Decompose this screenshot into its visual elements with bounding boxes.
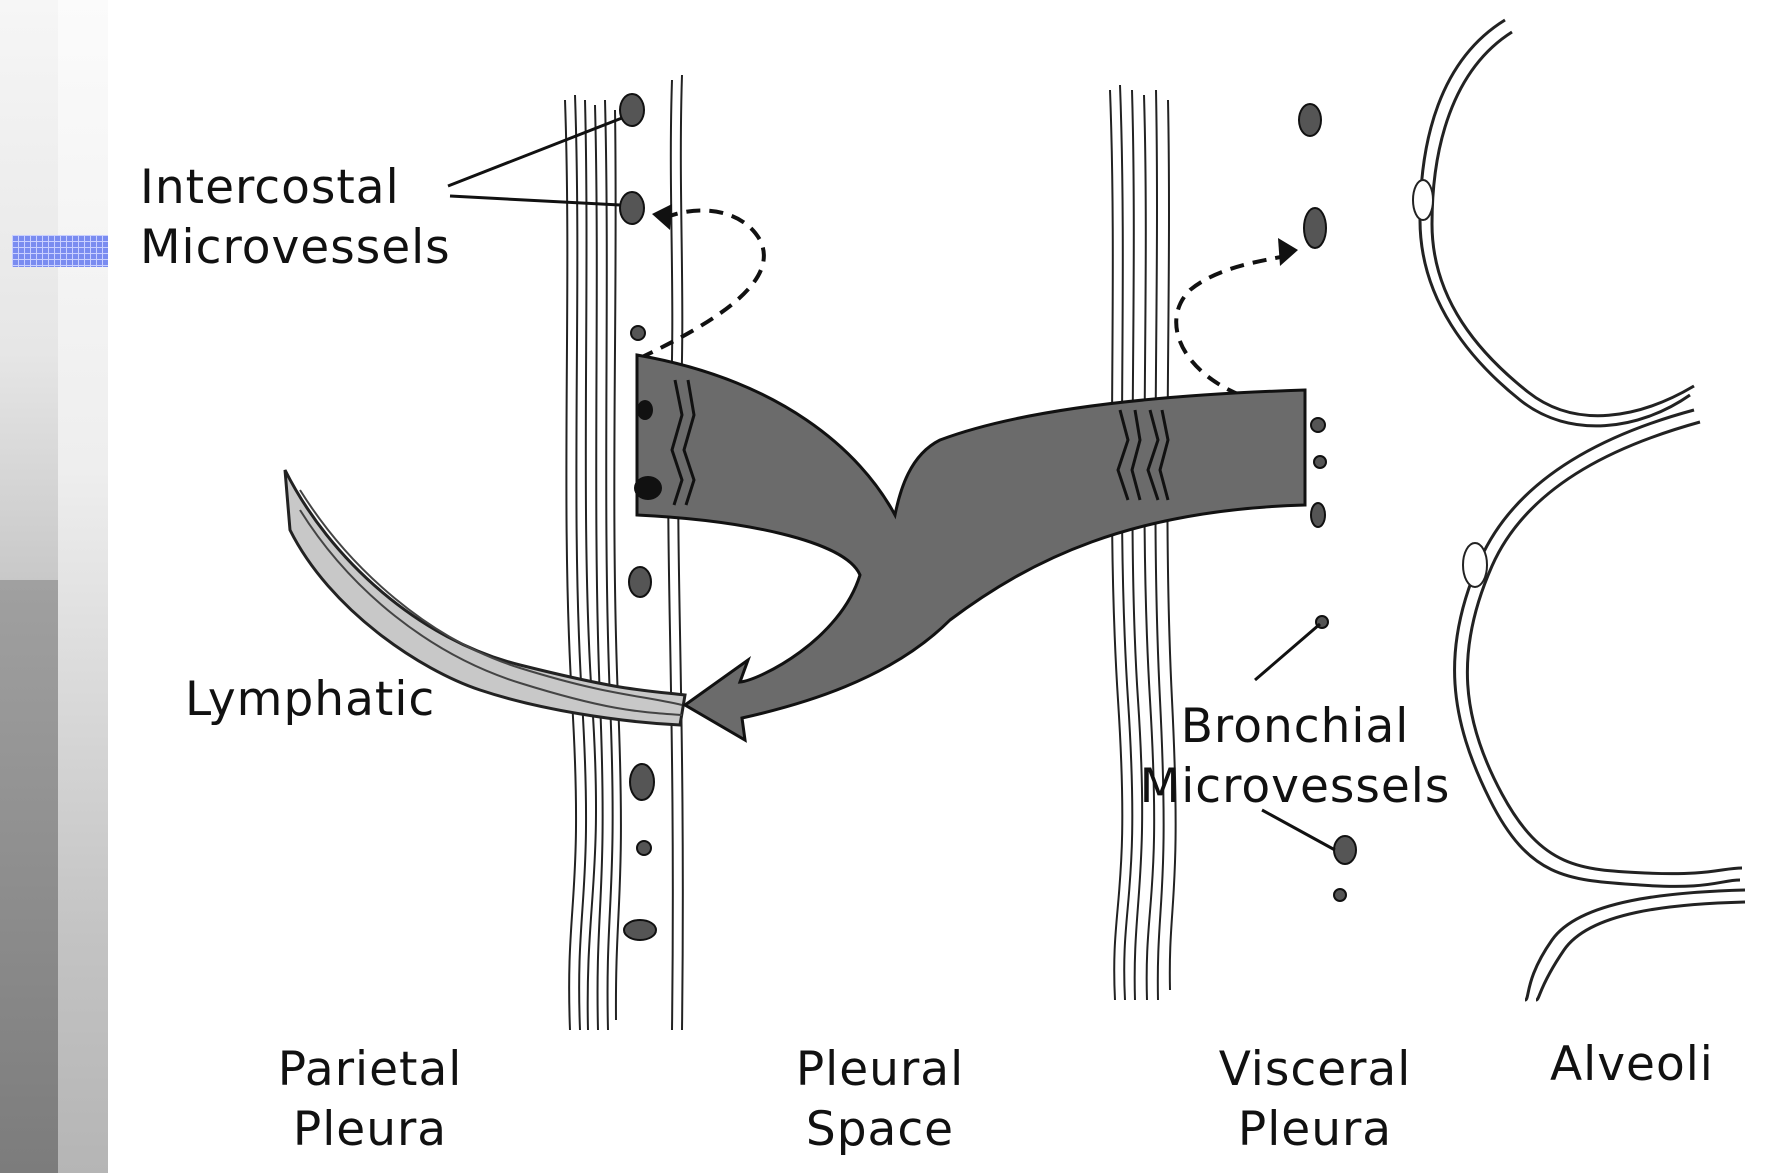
intercostal-label-line1: Intercostal (140, 158, 451, 218)
pleural-space-label: Pleural Space (740, 1040, 1020, 1160)
fluid-flow-arrow (634, 355, 1305, 740)
pleural-space-label-line2: Space (740, 1100, 1020, 1160)
dashed-arrowheads (652, 204, 1298, 266)
alveoli-walls (1420, 20, 1745, 1000)
dashed-arrows (640, 210, 1290, 395)
visceral-pleura-layer (1110, 85, 1176, 1000)
visceral-pleura-label: Visceral Pleura (1165, 1040, 1465, 1160)
alveoli-cells (1413, 180, 1487, 587)
intercostal-label-line2: Microvessels (140, 218, 451, 278)
parietal-pleura-label: Parietal Pleura (220, 1040, 520, 1160)
bronchial-label-line2: Microvessels (1120, 757, 1470, 817)
intercostal-microvessels-label: Intercostal Microvessels (140, 158, 451, 278)
visceral-label-line2: Pleura (1165, 1100, 1465, 1160)
alveoli-label: Alveoli (1550, 1035, 1714, 1095)
parietal-label-line2: Pleura (220, 1100, 520, 1160)
parietal-label-line1: Parietal (220, 1040, 520, 1100)
lymphatic-label: Lymphatic (185, 670, 435, 730)
bronchial-label-line1: Bronchial (1120, 697, 1470, 757)
pleural-space-label-line1: Pleural (740, 1040, 1020, 1100)
bronchial-microvessels-label: Bronchial Microvessels (1120, 697, 1470, 817)
visceral-label-line1: Visceral (1165, 1040, 1465, 1100)
